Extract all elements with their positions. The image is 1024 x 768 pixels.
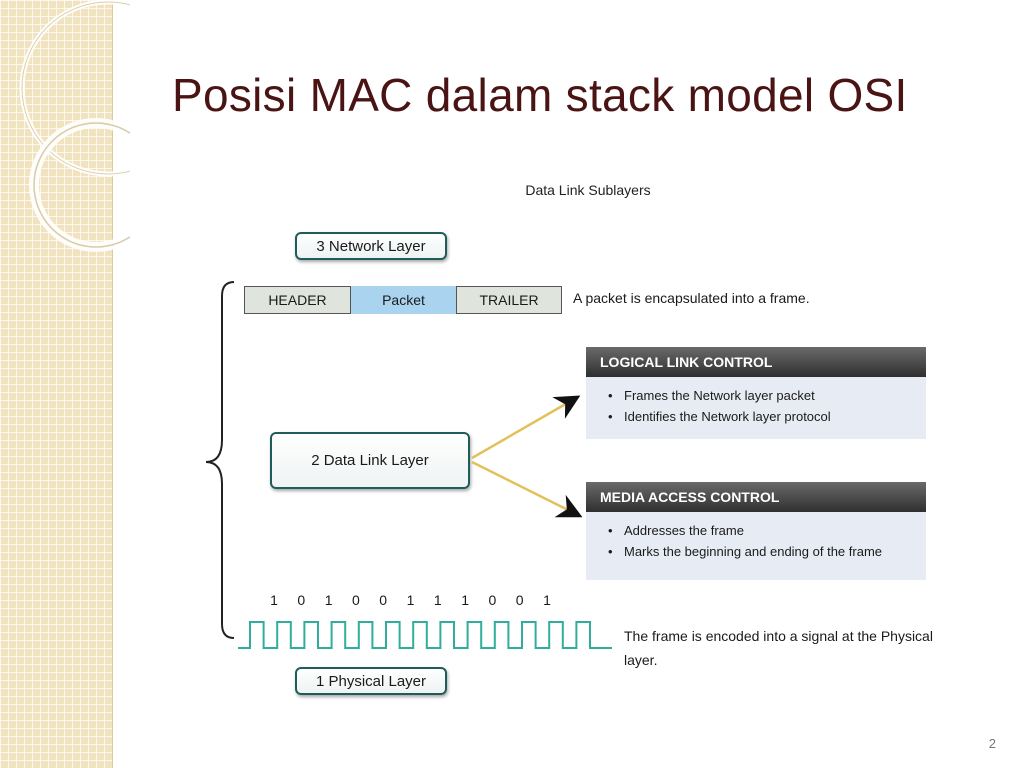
bit-label: 1 — [270, 592, 278, 608]
encapsulation-caption: A packet is encapsulated into a frame. — [573, 290, 810, 306]
bit-label: 0 — [379, 592, 387, 608]
bit-label: 1 — [325, 592, 333, 608]
llc-bullet-list: Frames the Network layer packet Identifi… — [608, 385, 912, 427]
llc-panel-title: LOGICAL LINK CONTROL — [586, 347, 926, 377]
signal-caption: The frame is encoded into a signal at th… — [624, 628, 933, 668]
llc-panel: LOGICAL LINK CONTROL Frames the Network … — [586, 347, 926, 439]
bit-label: 0 — [489, 592, 497, 608]
arrow-to-mac — [471, 460, 583, 518]
mac-bullet-item: Marks the beginning and ending of the fr… — [608, 541, 912, 562]
llc-bullet-item: Identifies the Network layer protocol — [608, 406, 912, 427]
mac-panel-title: MEDIA ACCESS CONTROL — [586, 482, 926, 512]
frame-header-cell: HEADER — [244, 286, 351, 314]
bit-label: 1 — [543, 592, 551, 608]
bit-label: 0 — [297, 592, 305, 608]
page-title: Posisi MAC dalam stack model OSI — [172, 69, 908, 121]
bit-label: 0 — [516, 592, 524, 608]
mac-panel: MEDIA ACCESS CONTROL Addresses the frame… — [586, 482, 926, 580]
diagram-subtitle: Data Link Sublayers — [525, 182, 651, 198]
signal-waveform — [238, 621, 612, 649]
network-layer-box: 3 Network Layer — [295, 232, 447, 260]
frame-packet-cell: Packet — [351, 286, 456, 314]
llc-panel-body: Frames the Network layer packet Identifi… — [586, 377, 926, 439]
mac-bullet-list: Addresses the frame Marks the beginning … — [608, 520, 912, 562]
mac-panel-body: Addresses the frame Marks the beginning … — [586, 512, 926, 580]
bit-sequence: 1 0 1 0 0 1 1 1 0 0 1 — [270, 592, 551, 608]
decorative-circles — [19, 0, 130, 252]
bit-label: 0 — [352, 592, 360, 608]
page-number: 2 — [988, 736, 996, 751]
bit-label: 1 — [434, 592, 442, 608]
bit-label: 1 — [407, 592, 415, 608]
mac-bullet-item: Addresses the frame — [608, 520, 912, 541]
data-link-layer-box: 2 Data Link Layer — [270, 432, 470, 489]
physical-layer-box: 1 Physical Layer — [295, 667, 447, 695]
curly-brace — [205, 281, 235, 639]
bit-label: 1 — [461, 592, 469, 608]
arrow-to-llc — [471, 395, 581, 460]
llc-bullet-item: Frames the Network layer packet — [608, 385, 912, 406]
frame-trailer-cell: TRAILER — [456, 286, 562, 314]
